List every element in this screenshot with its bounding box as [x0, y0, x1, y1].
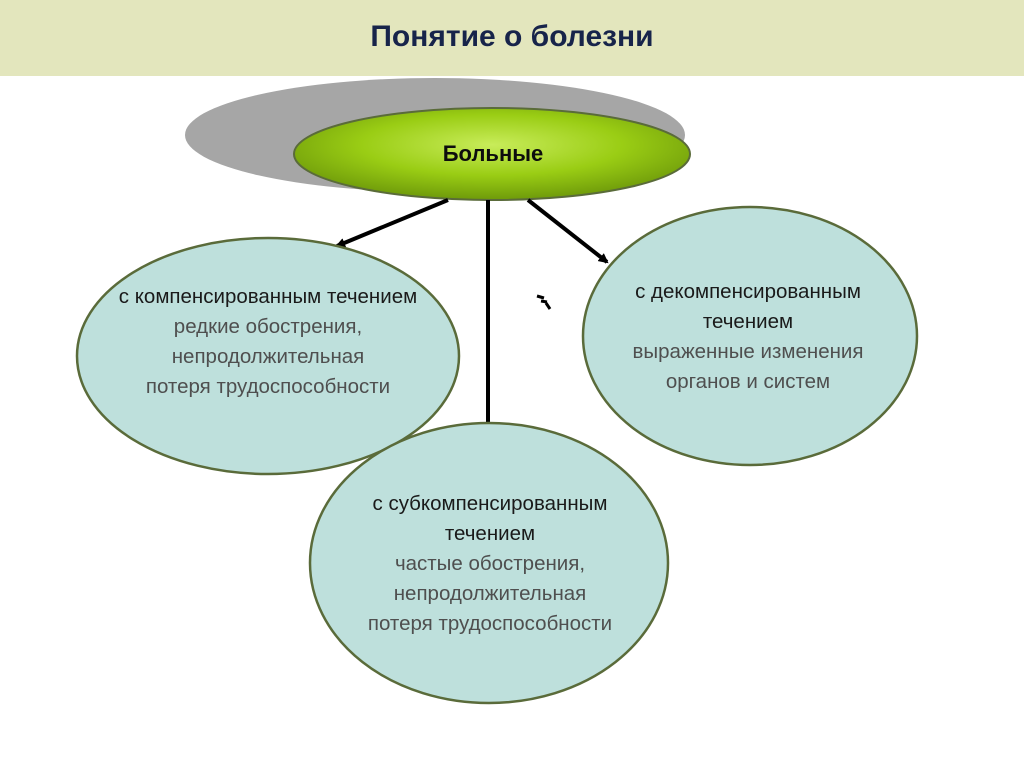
node-compensated-line-1: редкие обострения,: [173, 315, 363, 338]
center-label: Больные: [442, 141, 544, 166]
node-subcompensated-heading: с субкомпенсированным течением: [372, 492, 608, 545]
node-subcompensated-line-2: непродолжительная: [393, 582, 587, 605]
node-subcompensated: [308, 421, 670, 705]
node-compensated-line-3: потеря трудоспособности: [145, 375, 391, 398]
node-decompensated-line-1: выраженные изменения: [632, 340, 864, 363]
node-subcompensated-line-3: потеря трудоспособности: [367, 612, 613, 635]
node-compensated-line-2: непродолжительная: [171, 345, 365, 368]
arrow-to-compensated: [335, 198, 449, 248]
node-compensated-text: с компенсированным течением редкие обост…: [100, 282, 436, 402]
node-compensated: [75, 236, 461, 476]
stray-mark: [536, 294, 552, 310]
node-subcompensated-text: с субкомпенсированным течением частые об…: [328, 489, 652, 639]
center-node: [293, 107, 691, 201]
node-decompensated-line-2: органов и систем: [665, 370, 831, 393]
slide-title: Понятие о болезни: [370, 20, 654, 53]
node-decompensated-text: с декомпенсированным течением выраженные…: [596, 277, 900, 397]
arrow-to-decompensated: [526, 198, 609, 264]
node-compensated-heading: с компенсированным течением: [118, 285, 418, 308]
node-decompensated-heading: с декомпенсированным течением: [635, 280, 861, 333]
node-decompensated: [581, 205, 919, 467]
node-subcompensated-line-1: частые обострения,: [394, 552, 586, 575]
title-bar: [0, 0, 1024, 76]
